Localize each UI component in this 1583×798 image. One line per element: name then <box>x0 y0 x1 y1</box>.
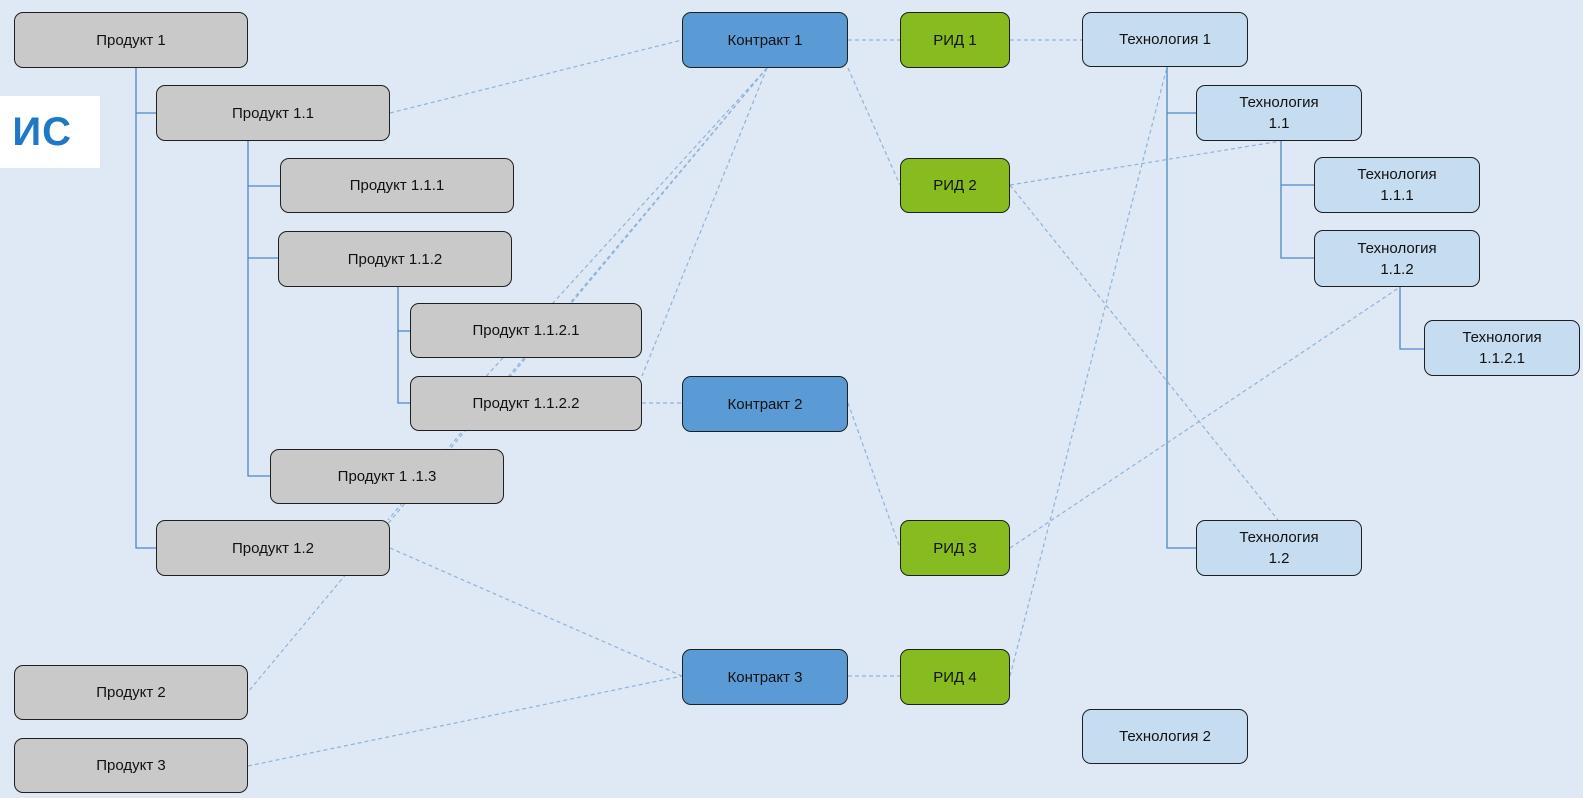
product-node-1[interactable]: Продукт 1 <box>14 12 248 68</box>
tree-line <box>1166 67 1196 549</box>
tree-line <box>1399 287 1424 350</box>
logo-fragment: ИС <box>0 96 100 168</box>
product-node-3[interactable]: Продукт 3 <box>14 738 248 793</box>
tree-line <box>397 287 410 404</box>
link-line <box>1009 140 1282 186</box>
contract-node-3[interactable]: Контракт 3 <box>682 649 848 705</box>
link-line <box>1009 286 1401 549</box>
link-line <box>847 402 901 549</box>
rid-node-1[interactable]: РИД 1 <box>900 12 1010 68</box>
product-node-1-2[interactable]: Продукт 1.2 <box>156 520 390 576</box>
link-line <box>247 675 683 767</box>
link-line <box>389 547 683 677</box>
product-node-1-1-2-2[interactable]: Продукт 1.1.2.2 <box>410 376 642 431</box>
product-node-1-1-2-1[interactable]: Продукт 1.1.2.1 <box>410 303 642 358</box>
link-line <box>389 39 683 114</box>
tree-line <box>135 68 156 549</box>
technology-node-1[interactable]: Технология 1 <box>1082 12 1248 67</box>
technology-node-1-1-1[interactable]: Технология 1.1.1 <box>1314 157 1480 213</box>
product-node-1-1-2[interactable]: Продукт 1.1.2 <box>278 231 512 287</box>
product-node-1-1-1[interactable]: Продукт 1.1.1 <box>280 158 514 213</box>
contract-node-2[interactable]: Контракт 2 <box>682 376 848 432</box>
rid-node-4[interactable]: РИД 4 <box>900 649 1010 705</box>
rid-node-3[interactable]: РИД 3 <box>900 520 1010 576</box>
technology-node-1-1-2-1[interactable]: Технология 1.1.2.1 <box>1424 320 1580 376</box>
product-node-1-1-3[interactable]: Продукт 1 .1.3 <box>270 449 504 504</box>
technology-node-2[interactable]: Технология 2 <box>1082 709 1248 764</box>
link-line <box>847 67 901 186</box>
logo-text: ИС <box>12 109 72 154</box>
link-line <box>1009 66 1168 677</box>
tree-line <box>1280 141 1314 259</box>
technology-node-1-2[interactable]: Технология 1.2 <box>1196 520 1362 576</box>
tree-line <box>247 141 270 477</box>
rid-node-2[interactable]: РИД 2 <box>900 158 1010 213</box>
contract-node-1[interactable]: Контракт 1 <box>682 12 848 68</box>
product-node-2[interactable]: Продукт 2 <box>14 665 248 720</box>
link-line <box>641 67 768 377</box>
technology-node-1-1[interactable]: Технология 1.1 <box>1196 85 1362 141</box>
link-line <box>1009 184 1279 521</box>
product-node-1-1[interactable]: Продукт 1.1 <box>156 85 390 141</box>
technology-node-1-1-2[interactable]: Технология 1.1.2 <box>1314 230 1480 287</box>
